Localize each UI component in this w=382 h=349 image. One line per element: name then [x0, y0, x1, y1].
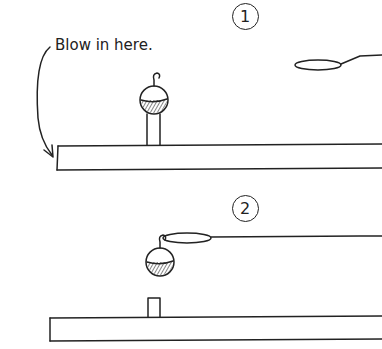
- callout-circle: 2: [232, 195, 259, 222]
- leader-line: [37, 47, 52, 155]
- straw-top: [50, 316, 382, 318]
- straw-top: [58, 144, 382, 146]
- hook: [153, 73, 159, 86]
- callout-number: 1: [240, 7, 250, 26]
- disc-string: [341, 55, 382, 64]
- post: [148, 298, 160, 317]
- instruction-label: Blow in here.: [55, 36, 153, 54]
- callout-number: 2: [240, 199, 250, 218]
- arrow-head: [44, 145, 53, 157]
- straw-end: [57, 146, 58, 170]
- ball: [140, 86, 168, 114]
- hook: [159, 235, 165, 248]
- straw-end: [49, 318, 51, 341]
- post: [147, 114, 160, 145]
- disc: [163, 233, 211, 243]
- callout-circle: 1: [232, 3, 259, 30]
- disc-string: [211, 236, 382, 237]
- straw-bottom: [57, 168, 382, 170]
- straw-bottom: [50, 339, 382, 341]
- ball: [146, 248, 174, 276]
- disc: [295, 60, 341, 70]
